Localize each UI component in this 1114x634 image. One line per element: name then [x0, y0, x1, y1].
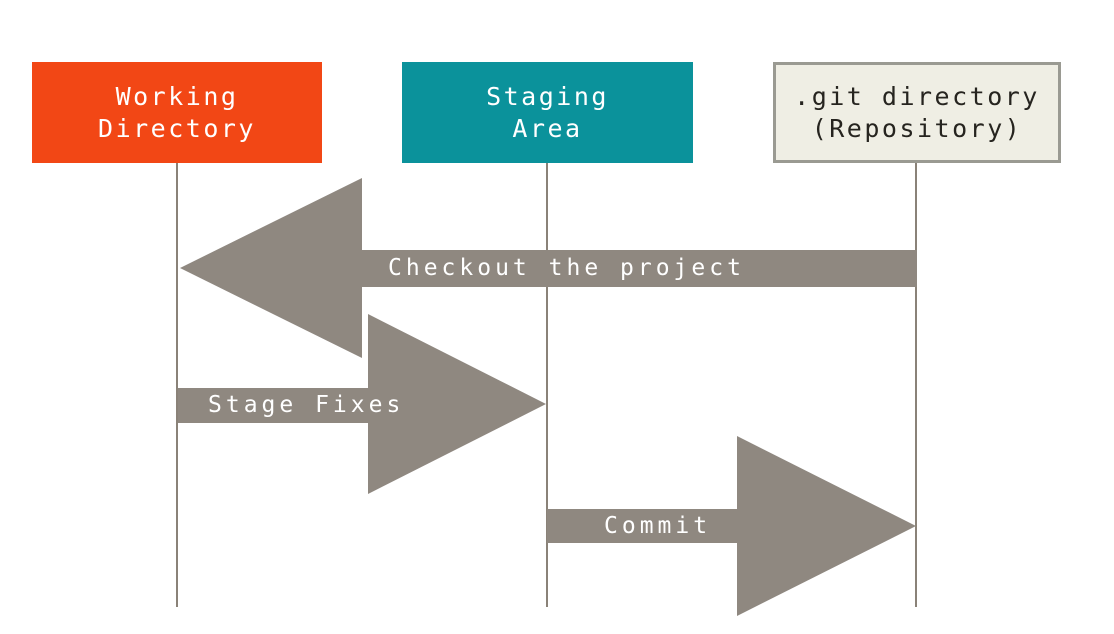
checkout-arrow: Checkout the project [362, 250, 917, 287]
commit-arrow-head-icon [737, 436, 916, 616]
working-directory-lifeline [176, 163, 178, 607]
box-git-directory-line1: .git directory [794, 81, 1040, 111]
box-working-directory: Working Directory [32, 62, 322, 163]
commit-arrow: Commit [547, 509, 737, 543]
box-staging-area: Staging Area [402, 62, 693, 163]
staging-area-lifeline [546, 163, 548, 607]
box-working-directory-line2: Directory [98, 113, 256, 143]
checkout-arrow-label: Checkout the project [388, 255, 745, 281]
box-git-directory: .git directory (Repository) [773, 62, 1061, 163]
stage-fixes-arrow: Stage Fixes [178, 388, 400, 423]
box-working-directory-line1: Working [115, 81, 239, 111]
box-staging-area-line2: Area [512, 113, 583, 143]
box-staging-area-line1: Staging [486, 81, 609, 111]
git-directory-lifeline [915, 163, 917, 607]
stage-fixes-arrow-head-icon [368, 314, 546, 494]
commit-arrow-label: Commit [604, 513, 712, 539]
box-git-directory-line2: (Repository) [811, 113, 1023, 143]
checkout-arrow-head-icon [180, 178, 362, 358]
stage-fixes-arrow-label: Stage Fixes [208, 392, 405, 418]
